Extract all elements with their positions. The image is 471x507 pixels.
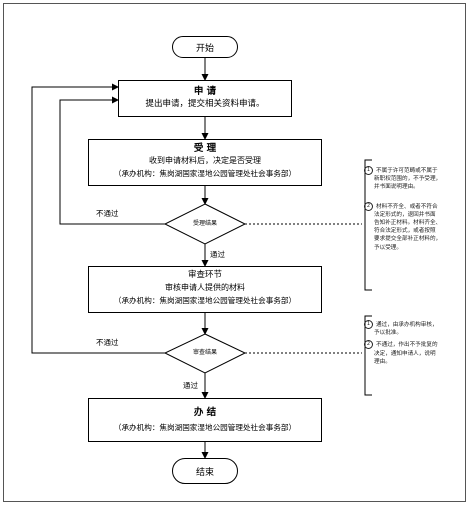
accept-title: 受 理 [193,143,217,154]
note-line: 理由。 [374,358,391,365]
note-line: 予以批准。 [374,330,402,337]
note-bracket-2 [364,315,372,396]
note-line: 予以受理。 [374,244,402,251]
decision-review-label: 审查结果 [192,349,217,356]
decision-review-shape [163,333,247,374]
accept-line1: 收到申请材料后，决定是否受理 [149,156,261,165]
review-line1: 审核申请人提供的材料 [165,283,245,292]
review-line2: （承办机构：焦岗湖国家湿地公园管理处社会事务部） [113,296,297,305]
review-box [88,266,322,313]
note-line: 新职权范围的，不予受理， [374,176,442,183]
note-line: 决定，通知申请人，说明 [374,350,436,357]
accept-line2: （承办机构：焦岗湖国家湿地公园管理处社会事务部） [113,169,297,178]
edge-label-pass-1: 通过 [210,250,225,259]
decision-accept-label: 受理结果 [192,220,217,227]
edge-label-not-pass-2: 不通过 [96,338,119,347]
apply-line1: 提出申请，提交相关资料申请。 [145,99,265,109]
end-label: 结束 [195,467,214,478]
note-review-num-1: 1 [364,320,373,329]
note-line: 不通过，作出不予批复的 [376,342,438,349]
note-bracket-1 [364,159,372,291]
note-line: 材料不齐全、或者不符合 [376,203,438,210]
note-line: 告知补正材料。材料齐全、 [374,220,442,227]
note-review-num-2: 2 [364,340,373,350]
note-line: 不属于许可范畴或不属于 [376,168,438,174]
decision-accept-shape [163,203,247,245]
start-node: 开始 [172,36,238,58]
note-line: 法定形式的，退回并书面 [374,211,436,218]
finish-title: 办 结 [193,407,217,418]
review-title: 审查环节 [187,270,222,280]
note-line: 通过，由承办机构审核， [376,322,438,328]
accept-box [88,139,322,186]
apply-title: 申 请 [193,86,217,97]
edge-label-pass-2: 通过 [183,381,198,390]
finish-line1: （承办机构：焦岗湖国家湿地公园管理处社会事务部） [113,423,297,432]
finish-box [88,398,322,442]
start-label: 开始 [195,43,214,54]
apply-box [118,80,292,117]
note-accept-num-1: 1 [364,166,373,175]
note-line: 并书面说明理由。 [374,184,419,191]
note-line: 要求提交全部补正材料的， [374,236,442,243]
note-accept-num-2: 2 [364,201,373,211]
note-line: 符合法定形式，或者按照 [374,228,436,235]
end-node: 结束 [172,458,238,484]
edge-loop-2 [31,83,165,354]
edge-loop-1 [59,96,165,225]
edge-label-not-pass-1: 不通过 [96,209,119,218]
outer-frame [3,3,466,502]
